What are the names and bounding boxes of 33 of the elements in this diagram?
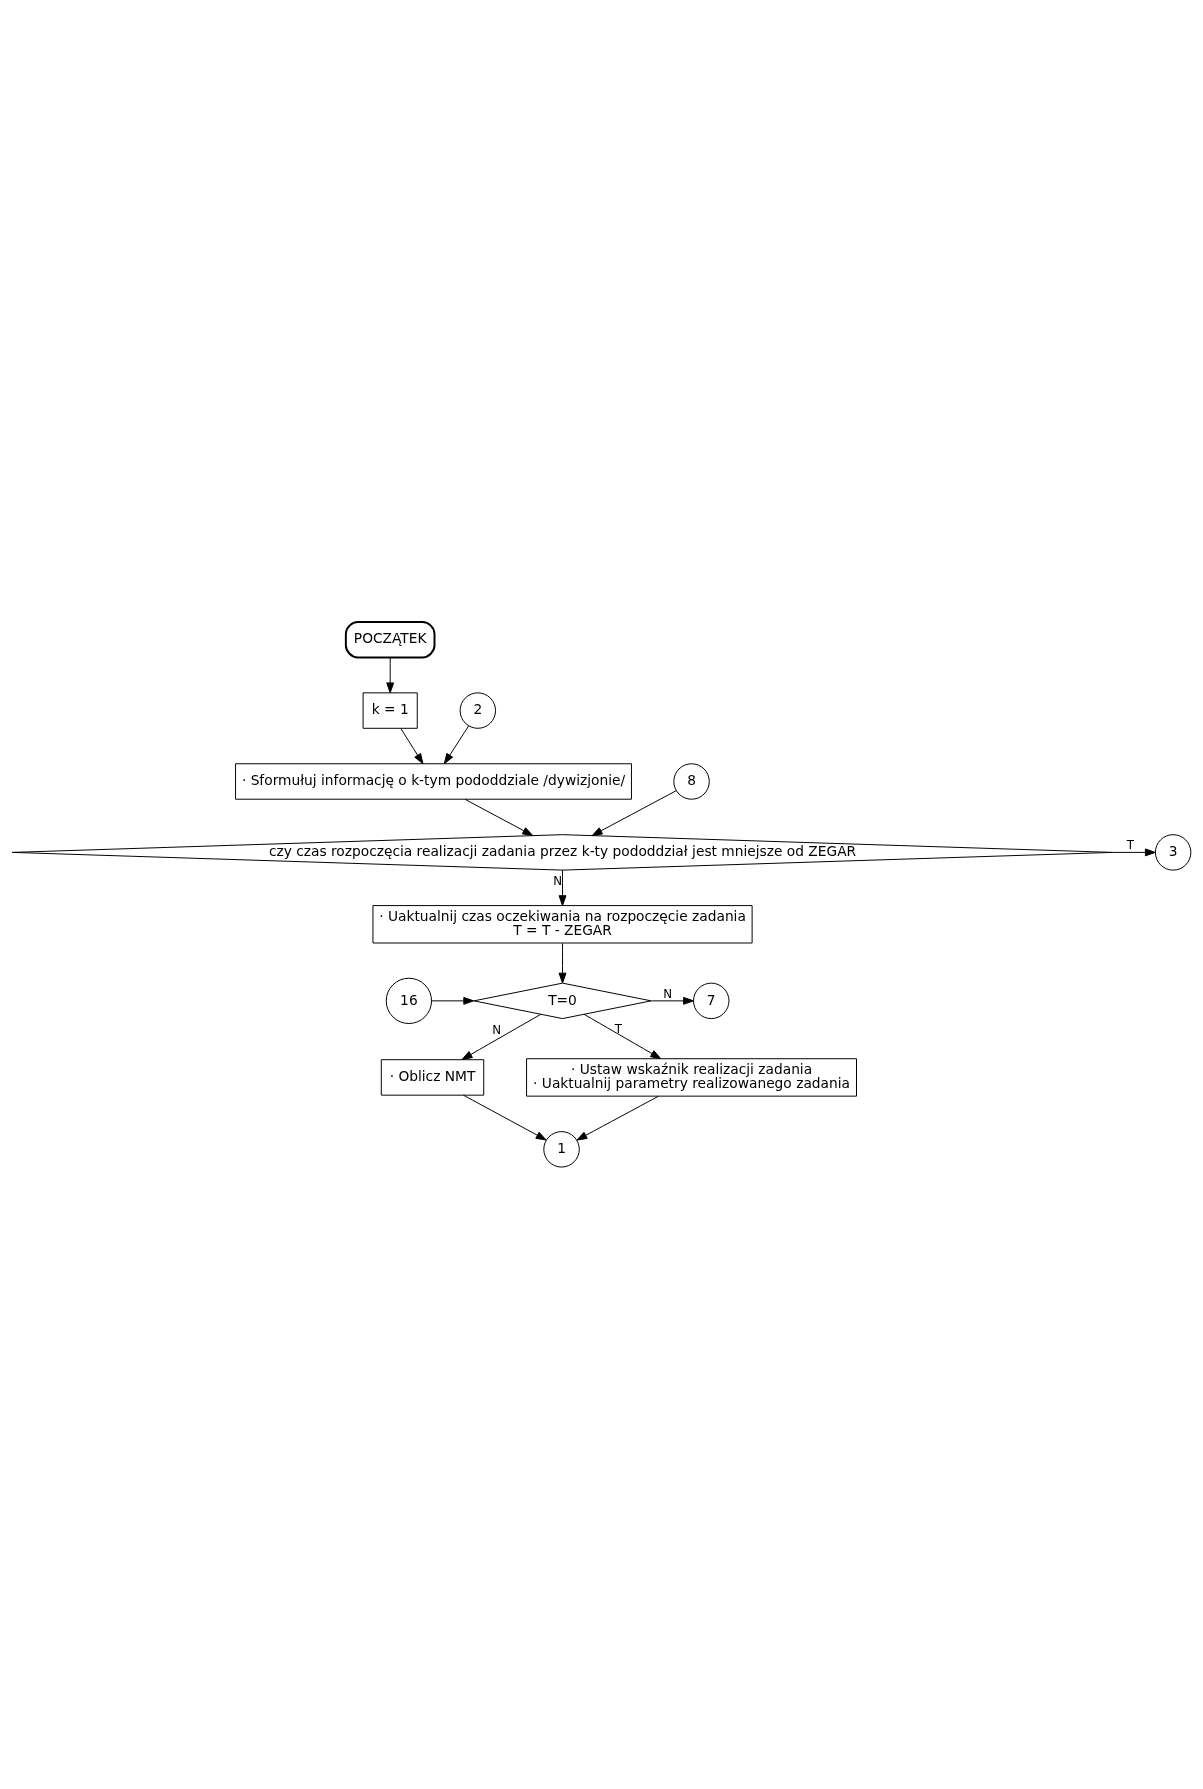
arrow xyxy=(583,1013,662,1060)
node-box: POCZĄTEK xyxy=(344,620,436,659)
node-box: · Sformułuj informację o k-tym pododdziale /dywizjonie/ xyxy=(235,763,632,800)
node-box: k = 1 xyxy=(362,692,418,729)
arrow xyxy=(430,996,475,1005)
node-box: · Uaktualnij czas oczekiwania na rozpoczęcie zadania T = T - ZEGAR xyxy=(372,905,753,944)
node-diamond: T=0 xyxy=(473,982,652,1020)
arrow xyxy=(461,1013,542,1060)
arrow xyxy=(650,996,694,1005)
arrow xyxy=(400,728,424,765)
arrow xyxy=(1112,848,1156,857)
arrow xyxy=(464,798,534,836)
edge-label: T xyxy=(614,1022,622,1037)
node-circle: 1 xyxy=(543,1131,580,1168)
arrow xyxy=(558,869,567,907)
node-circle: 3 xyxy=(1154,834,1192,871)
node-circle: 8 xyxy=(673,763,710,800)
node-circle: 7 xyxy=(693,982,730,1020)
arrow xyxy=(443,725,470,765)
arrow xyxy=(576,1095,659,1141)
edge-label: N xyxy=(492,1022,501,1037)
edge-label: N xyxy=(553,873,563,888)
arrow xyxy=(558,942,567,984)
arrow xyxy=(591,790,677,837)
node-diamond: czy czas rozpoczęcia realizacji zadania przez k-ty pododdział jest mniejsze od ZEGAR xyxy=(11,834,1114,871)
node-box: · Ustaw wskaźnik realizacji zadania · Uaktualnij parametry realizowanego zadania xyxy=(526,1058,857,1097)
node-circle: 16 xyxy=(385,977,433,1024)
edge-label: T xyxy=(1126,838,1134,853)
edge-label: N xyxy=(663,986,673,1001)
arrow xyxy=(386,657,395,694)
arrow xyxy=(462,1094,547,1141)
node-circle: 2 xyxy=(459,692,497,729)
node-box: · Oblicz NMT xyxy=(380,1059,485,1096)
